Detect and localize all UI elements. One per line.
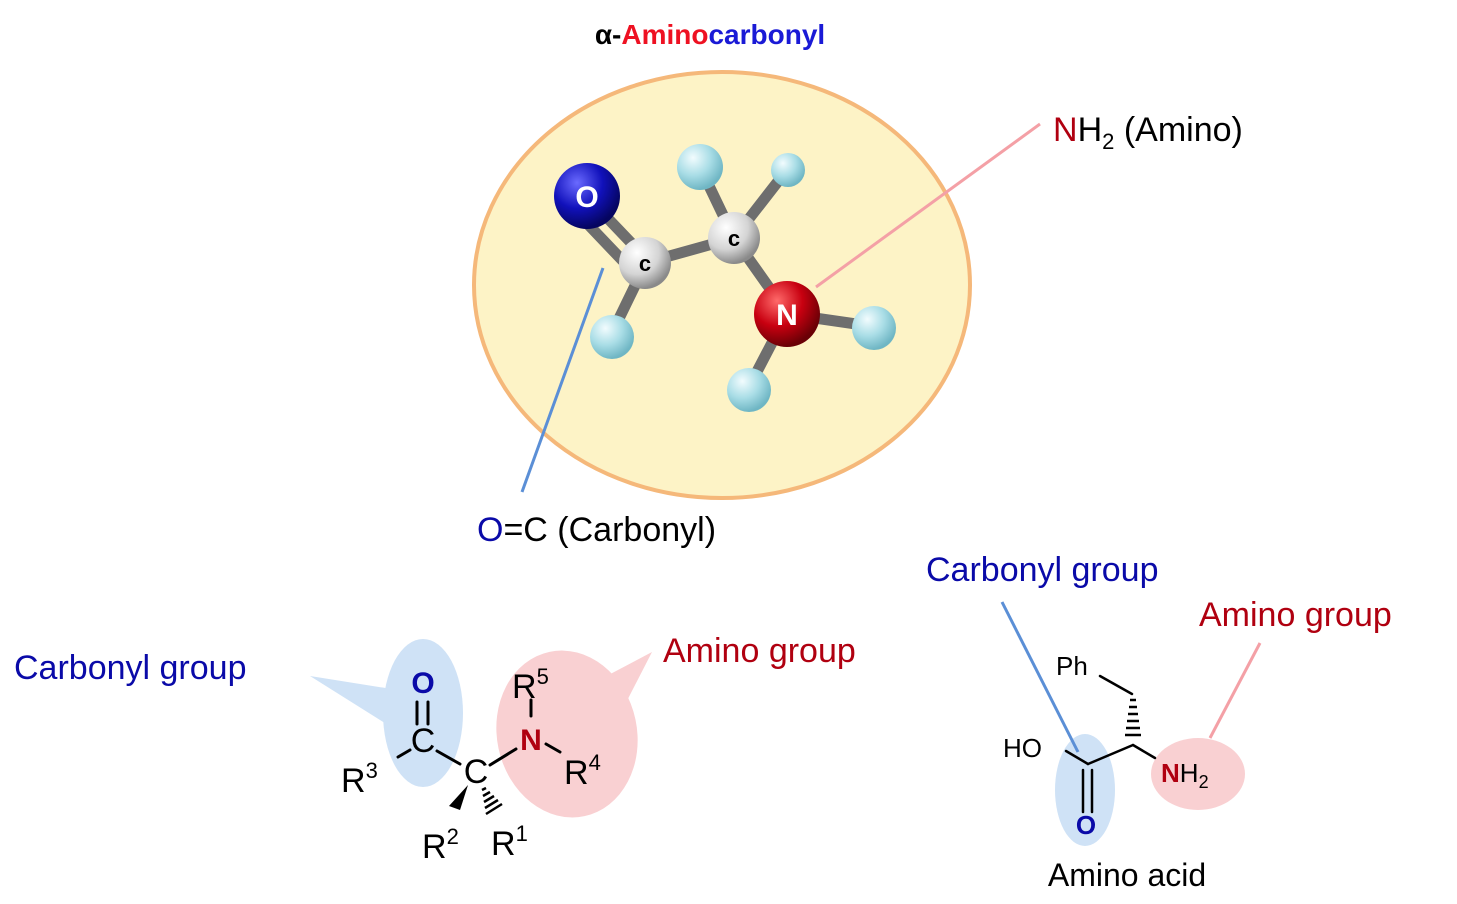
hydrogen-atom-2: [771, 153, 805, 187]
amino-label-element: N: [1053, 111, 1078, 149]
bond-ph-ch2: [1098, 674, 1134, 696]
aa-amino-bubble: [1151, 738, 1245, 810]
aa-carbonyl-bubble: [1055, 734, 1115, 846]
aa-nh2: NH2: [1161, 758, 1209, 792]
carbon-atom-2-label: c: [728, 226, 740, 251]
general-carbonyl-callout: Carbonyl group: [14, 649, 246, 687]
aa-carbonyl-line: [1000, 601, 1080, 753]
bond-n-r4: [544, 742, 562, 754]
title-amino: Amino: [621, 19, 708, 50]
bond-c-calpha: [1086, 743, 1135, 766]
amino-label: NH2 (Amino): [1053, 111, 1243, 154]
substituent-r4: R4: [564, 750, 601, 792]
carbon-atom-2: [708, 212, 760, 264]
aa-nitrogen: N: [1161, 758, 1180, 788]
general-oxygen: O: [411, 667, 434, 700]
hydrogen-atom-3: [590, 315, 634, 359]
aa-caption: Amino acid: [1048, 857, 1206, 893]
general-skeleton-bonds: [396, 698, 562, 767]
general-amino-callout: Amino group: [663, 632, 856, 670]
aa-oxygen: O: [1076, 810, 1096, 840]
bond-ho-c: [1064, 749, 1090, 766]
carbonyl-label-rest: =C (Carbonyl): [503, 511, 716, 549]
substituent-r5: R5: [512, 664, 549, 706]
nitrogen-atom-label: N: [776, 299, 798, 332]
bond-calpha-n: [1131, 743, 1157, 760]
bond-r3-c: [396, 748, 412, 759]
oxygen-atom: [554, 163, 620, 229]
hydrogen-atom-1: [677, 144, 723, 190]
nitrogen-atom: [754, 281, 820, 347]
aa-amino-line: [1208, 642, 1262, 739]
amino-callout-line: [815, 122, 1041, 289]
carbon-atom-1-label: c: [639, 251, 651, 276]
hydrogen-atom-5: [727, 368, 771, 412]
wedge-bond-r2: [449, 785, 468, 810]
title-prefix: α-: [595, 19, 622, 50]
oxygen-atom-label: O: [575, 181, 598, 214]
hashed-bond-r1: [481, 786, 503, 816]
carbonyl-callout-line: [520, 267, 605, 493]
aa-ho: HO: [1003, 733, 1042, 763]
carbonyl-bubble: [383, 639, 463, 787]
aa-hashed-bond: [1125, 698, 1141, 737]
amino-label-sub: 2: [1102, 129, 1114, 154]
bond-calpha-n: [488, 747, 518, 767]
substituent-r1: R1: [491, 821, 528, 863]
diagram-title: α-Aminocarbonyl: [595, 19, 825, 50]
substituent-r3: R3: [341, 758, 378, 800]
molecule-ellipse: [472, 70, 972, 500]
aa-amino-label: Amino group: [1199, 596, 1392, 634]
title-carbonyl: carbonyl: [708, 19, 825, 50]
amino-bubble: [496, 650, 638, 818]
general-carbonyl-carbon: C: [411, 722, 436, 760]
aa-skeleton-bonds: [1064, 674, 1157, 814]
carbonyl-bubble-tail: [310, 676, 398, 730]
carbonyl-label-element: O: [477, 511, 503, 549]
carbonyl-label: O=C (Carbonyl): [477, 511, 716, 549]
substituent-r2: R2: [422, 824, 459, 866]
aa-carbonyl-label: Carbonyl group: [926, 551, 1158, 589]
hydrogen-atom-4: [852, 306, 896, 350]
aa-ph: Ph: [1056, 651, 1088, 681]
general-nitrogen: N: [520, 724, 542, 757]
bond-c-calpha: [435, 749, 462, 766]
carbon-atom-1: [619, 237, 671, 289]
amino-label-h: H: [1078, 111, 1103, 149]
amino-label-name: (Amino): [1114, 111, 1242, 149]
general-alpha-carbon: C: [464, 753, 489, 791]
